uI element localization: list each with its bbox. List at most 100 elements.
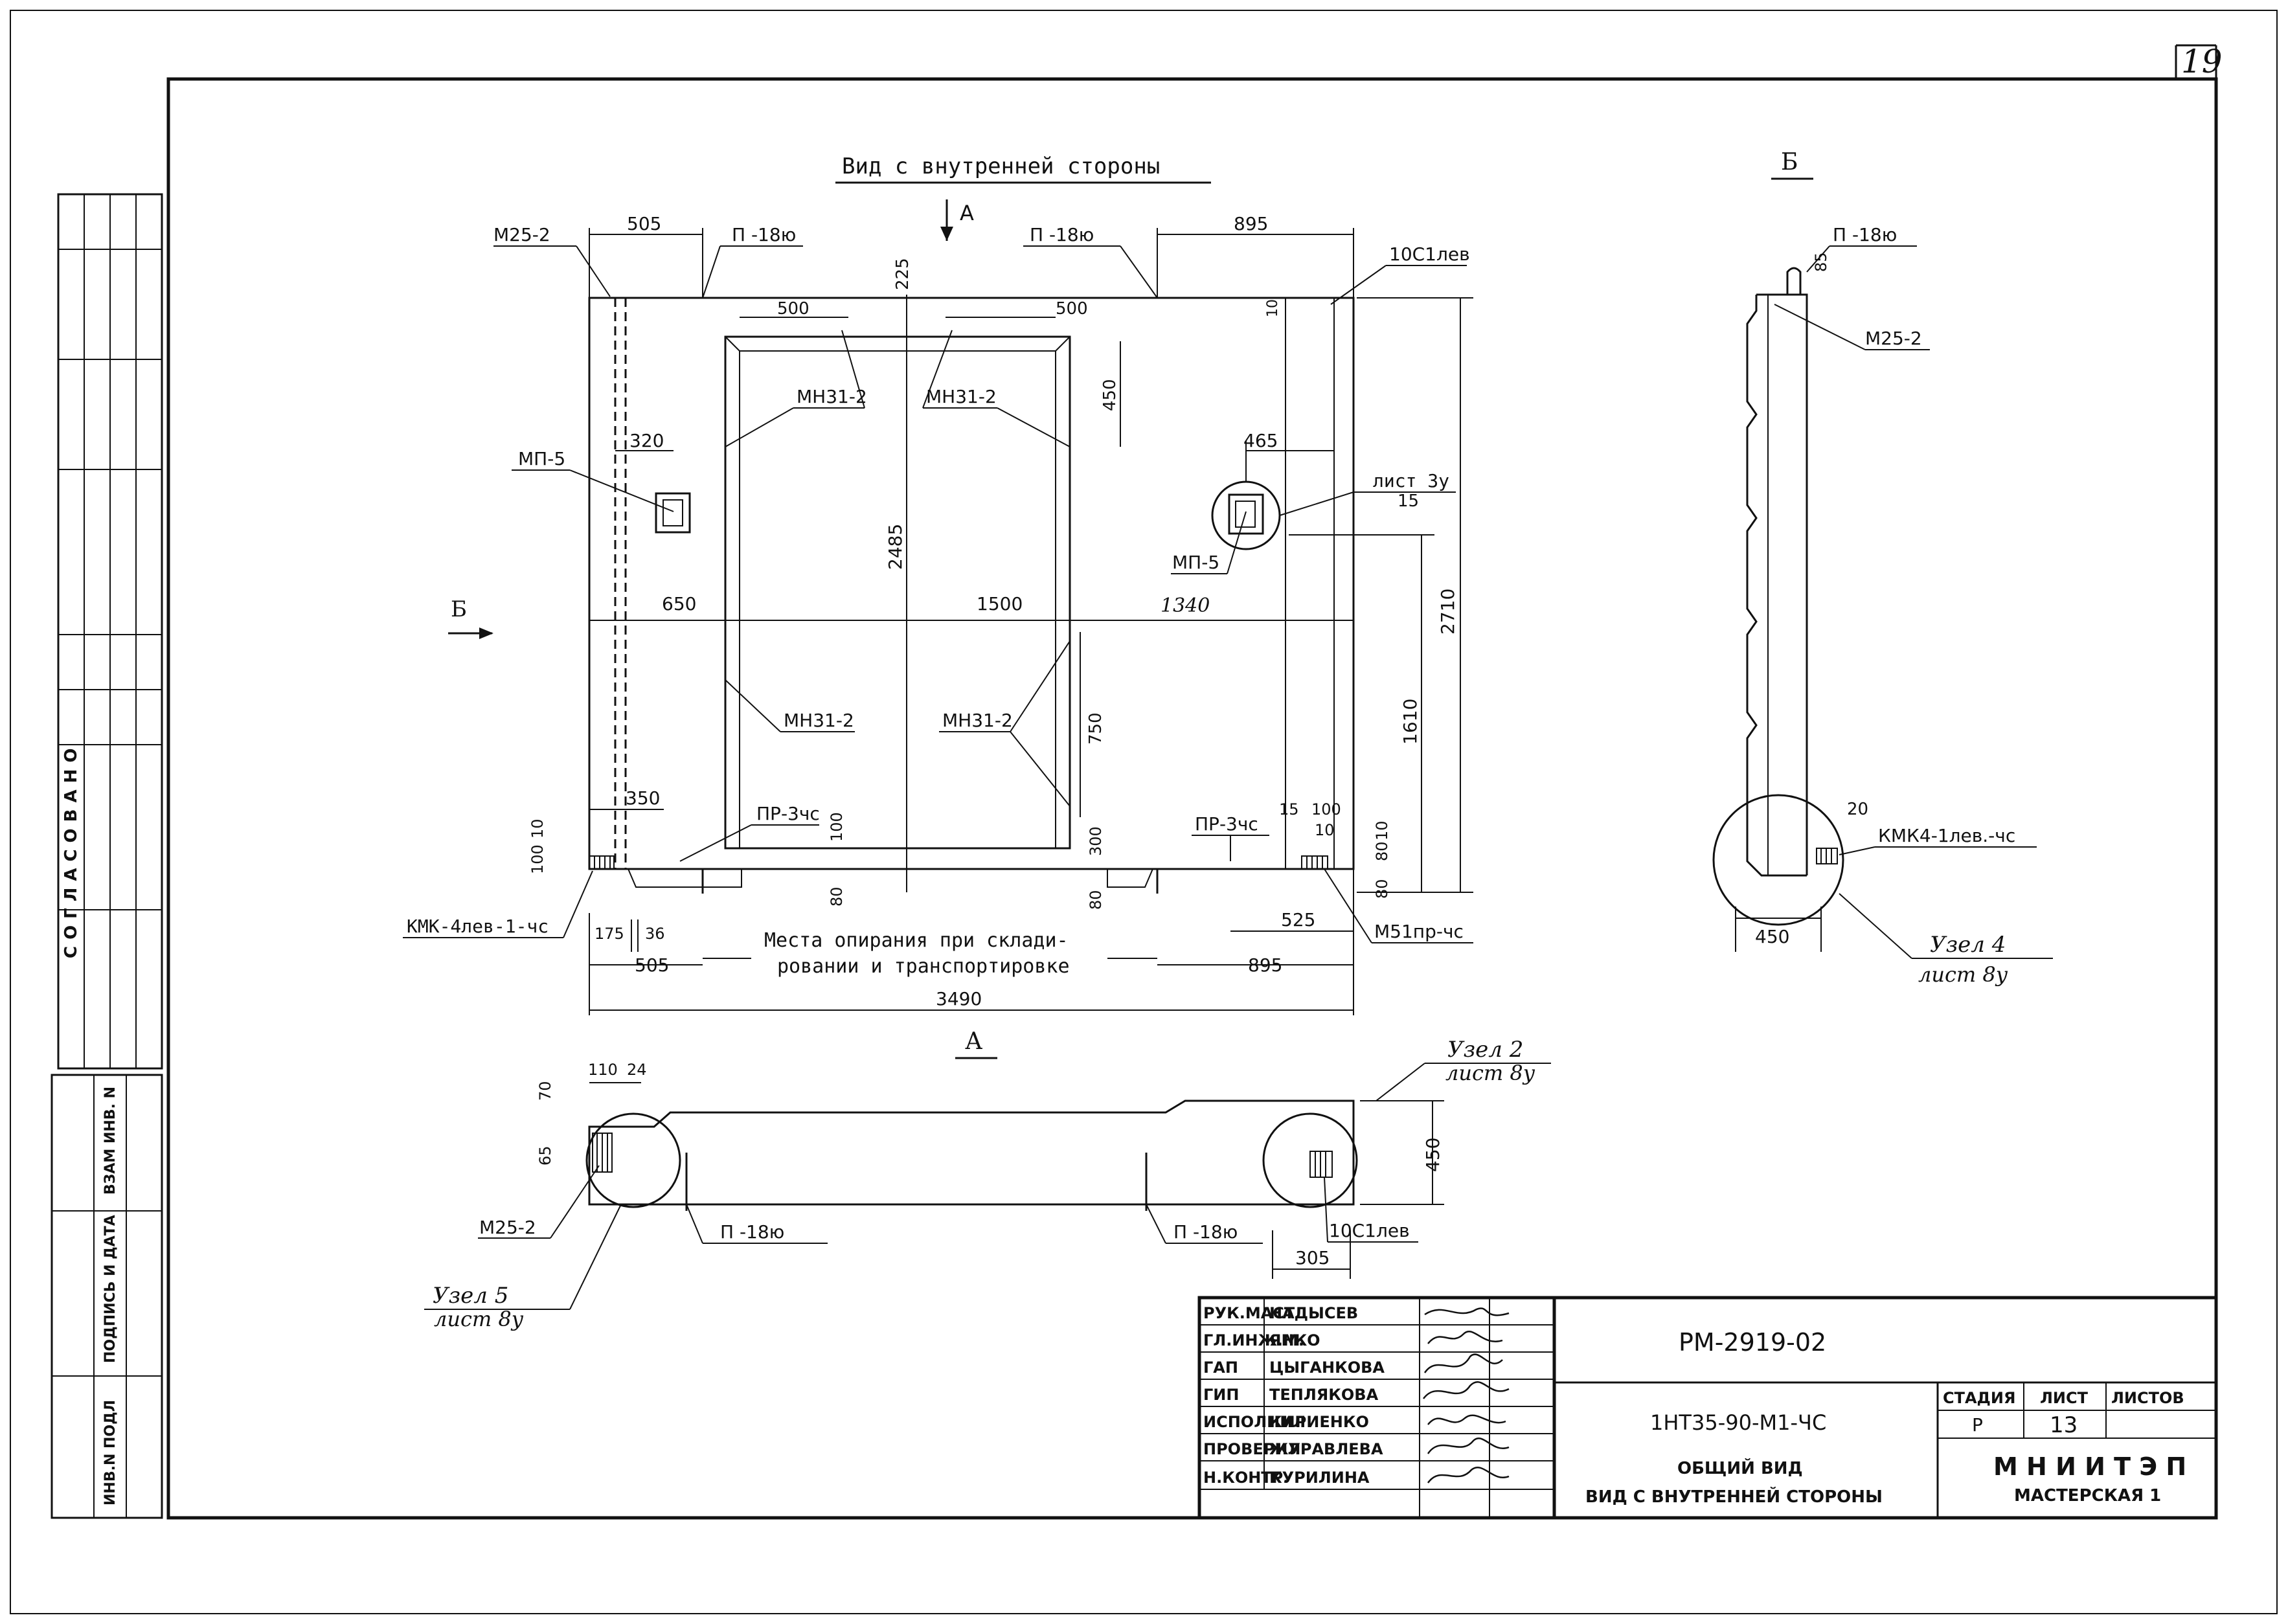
section-label-node-5: Узел 5: [433, 1283, 508, 1309]
label-pr3-left: ПР-3чс: [756, 803, 820, 824]
label-p18u-left: П -18ю: [732, 224, 796, 245]
dim-1500: 1500: [977, 593, 1023, 615]
stage-value: Р: [1972, 1414, 1983, 1436]
section-dim-24: 24: [627, 1061, 647, 1079]
section-label-m25-2: М25-2: [479, 1217, 536, 1238]
section-marker-a: А: [960, 201, 974, 225]
dim-80-b: 80: [1087, 890, 1105, 910]
dim-80-d: 80: [1373, 879, 1391, 899]
dim-10-br: 10: [1315, 821, 1335, 839]
label-m51: М51пр-чс: [1374, 921, 1464, 942]
label-mn31-bottom-left: МН31-2: [784, 710, 854, 731]
role-label: ГАП: [1203, 1359, 1238, 1377]
dim-36: 36: [645, 925, 665, 943]
section-label-node-2: Узел 2: [1447, 1037, 1523, 1063]
section-dim-70: 70: [536, 1081, 554, 1101]
section-view: А 110 24 70 65 450 М25-2 П -18ю П -18ю: [424, 1028, 1551, 1331]
section-label-p18u-left: П -18ю: [720, 1221, 784, 1243]
sheet-frame: 19: [10, 10, 2278, 1614]
approval-rows: РУК.МАСТ НАДЫСЕВ ГЛ.ИНЖ.М. ЯНКО ГАП ЦЫГА…: [1203, 1304, 1385, 1487]
stamp-agreed: СОГЛАСОВАНО: [62, 742, 81, 958]
stamp-replace-inv: ВЗАМ ИНВ. N: [102, 1087, 119, 1195]
doc-code: РМ-2919-02: [1679, 1328, 1826, 1357]
product-code: 1НТ35-90-М1-ЧС: [1650, 1410, 1826, 1435]
section-label-10c1: 10С1лев: [1329, 1220, 1410, 1241]
label-p18u-right: П -18ю: [1030, 224, 1094, 245]
section-label-node-5-sheet: лист 8у: [434, 1307, 524, 1331]
side-label-node-4-sheet: лист 8у: [1918, 962, 2008, 987]
section-view-title: А: [965, 1028, 982, 1055]
role-name: НАДЫСЕВ: [1269, 1304, 1358, 1322]
dim-750: 750: [1086, 712, 1105, 745]
side-view-title: Б: [1781, 149, 1798, 175]
sheet-value: 13: [2050, 1412, 2078, 1438]
label-10c1-top: 10С1лев: [1389, 243, 1470, 265]
dim-500-left: 500: [777, 299, 810, 319]
role-name: ТЕПЛЯКОВА: [1269, 1386, 1379, 1404]
dim-100-br: 100: [1311, 800, 1341, 818]
dim-2710: 2710: [1437, 589, 1458, 635]
dim-15: 15: [1398, 491, 1419, 511]
workshop-name: МАСТЕРСКАЯ 1: [2014, 1486, 2161, 1506]
dim-overall: 3490: [936, 988, 982, 1009]
section-label-p18u-right: П -18ю: [1173, 1221, 1238, 1243]
dim-15-br: 15: [1279, 800, 1299, 818]
role-name: КИРИЕНКО: [1269, 1413, 1369, 1431]
section-dim-65: 65: [536, 1145, 554, 1166]
role-label: РУК.МАСТ: [1203, 1304, 1295, 1322]
title-block: РУК.МАСТ НАДЫСЕВ ГЛ.ИНЖ.М. ЯНКО ГАП ЦЫГА…: [1197, 1296, 2218, 1520]
role-name: ЖУРАВЛЕВА: [1269, 1440, 1383, 1458]
dim-80-c: 80: [1373, 841, 1391, 861]
dim-bottom-right: 895: [1248, 954, 1282, 976]
dim-100-left: 100: [828, 812, 846, 842]
label-mn31-top-left: МН31-2: [797, 386, 867, 407]
dim-1340: 1340: [1161, 594, 1210, 617]
dim-bottom-left: 505: [635, 954, 669, 976]
dim-175: 175: [595, 925, 624, 943]
side-marker-b: Б: [451, 596, 467, 622]
dim-10-top-right: 10: [1265, 299, 1281, 317]
dim-225: 225: [893, 258, 912, 290]
side-dim-450: 450: [1755, 926, 1789, 947]
side-label-kmk: КМК4-1лев.-чс: [1878, 825, 2015, 846]
label-mn31-bottom-right: МН31-2: [942, 710, 1013, 731]
dim-650: 650: [662, 593, 696, 615]
side-dim-85: 85: [1812, 252, 1830, 272]
label-sheet-ref-3u: лист 3у: [1373, 470, 1449, 491]
role-name: ЯНКО: [1269, 1331, 1320, 1349]
section-dim-110: 110: [588, 1061, 618, 1079]
label-mp5-right: МП-5: [1172, 552, 1219, 573]
label-mp5-left: МП-5: [518, 448, 565, 469]
dim-300: 300: [1087, 826, 1105, 856]
dim-80-a: 80: [828, 886, 846, 907]
dim-1610: 1610: [1399, 699, 1421, 745]
side-label-m25-2: М25-2: [1865, 328, 1922, 349]
dim-10-bl: 10: [528, 818, 547, 839]
label-pr3-right: ПР-3чс: [1195, 813, 1258, 835]
support-note-2: ровании и транспортировке: [777, 955, 1070, 978]
sheet-header: ЛИСТ: [2040, 1389, 2089, 1407]
dim-450: 450: [1100, 379, 1120, 411]
dim-top-right: 895: [1234, 213, 1268, 234]
role-label: ПРОВЕРИЛ: [1203, 1440, 1300, 1458]
sheet-title-line-2: ВИД С ВНУТРЕННЕЙ СТОРОНЫ: [1585, 1486, 1883, 1507]
dim-465: 465: [1243, 430, 1278, 451]
dim-top-left: 505: [627, 213, 661, 234]
sheets-header: ЛИСТОВ: [2111, 1389, 2184, 1407]
role-name: ЦЫГАНКОВА: [1269, 1359, 1385, 1377]
part-labels: М25-2 П -18ю П -18ю 10С1лев МП-5 МП-5 ли…: [403, 224, 1473, 943]
label-m25-2: М25-2: [493, 224, 550, 245]
dim-100-bl: 100: [528, 844, 547, 874]
role-label: ИСПОЛНИЛ: [1203, 1413, 1306, 1431]
label-kmk-left: КМК-4лев-1-чс: [407, 916, 549, 937]
main-view: Вид с внутренней стороны А Б: [403, 153, 1473, 1015]
side-label-node-4: Узел 4: [1930, 932, 2006, 958]
dim-350: 350: [626, 787, 660, 809]
section-dim-450: 450: [1422, 1138, 1444, 1172]
sheet-number: 19: [2181, 43, 2223, 80]
stamp-inv-orig: ИНВ.N ПОДЛ: [102, 1400, 119, 1506]
label-mn31-top-right: МН31-2: [926, 386, 997, 407]
side-view: Б П -18ю 85 М25-2 20 КМК4-1лев.-чс 450 У…: [1712, 149, 2053, 987]
side-label-p18u: П -18ю: [1833, 224, 1897, 245]
